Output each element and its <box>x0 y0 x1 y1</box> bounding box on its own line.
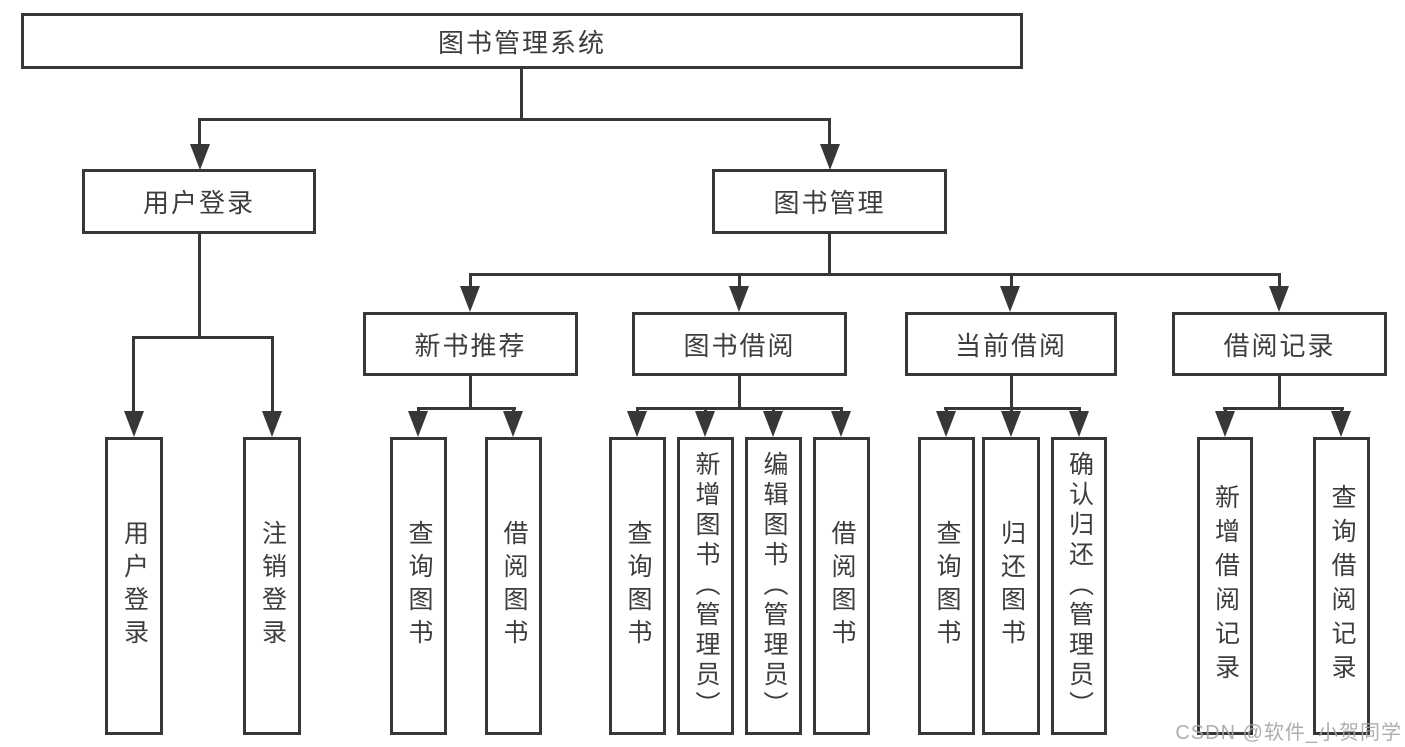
leaf-query-book: 查询图书 <box>390 437 447 735</box>
arrow-down-icon <box>831 411 851 437</box>
arrow-down-icon <box>729 286 749 312</box>
connector-line <box>738 376 741 408</box>
arrow-down-icon <box>503 411 523 437</box>
node-book-borrow: 图书借阅 <box>632 312 847 376</box>
connector-line <box>1278 273 1281 288</box>
arrow-down-icon <box>1331 411 1351 437</box>
connector-line <box>636 407 843 410</box>
node-label: 查询图书 <box>624 520 652 652</box>
connector-line <box>198 234 201 336</box>
node-library-management-system: 图书管理系统 <box>21 13 1023 69</box>
leaf-query-borrow-record: 查询借阅记录 <box>1313 437 1370 735</box>
connector-line <box>636 407 639 414</box>
leaf-edit-book-admin: 编辑图书（管理员） <box>745 437 802 735</box>
connector-line <box>132 336 135 413</box>
connector-line <box>520 69 523 118</box>
node-new-book-recommend: 新书推荐 <box>363 312 578 376</box>
leaf-borrow-book: 借阅图书 <box>485 437 542 735</box>
arrow-down-icon <box>262 411 282 437</box>
arrow-down-icon <box>1269 286 1289 312</box>
connector-line <box>271 336 274 413</box>
arrow-down-icon <box>460 286 480 312</box>
connector-line <box>1078 407 1081 414</box>
connector-line <box>417 407 420 414</box>
connector-line <box>945 407 948 414</box>
connector-line <box>132 336 274 339</box>
connector-line <box>512 407 515 414</box>
connector-line <box>828 118 831 146</box>
connector-line <box>738 273 741 288</box>
node-label: 当前借阅 <box>954 330 1067 361</box>
node-label: 图书管理 <box>773 188 886 218</box>
arrow-down-icon <box>763 411 783 437</box>
node-label: 借阅记录 <box>1223 330 1336 361</box>
arrow-down-icon <box>627 411 647 437</box>
leaf-confirm-return-admin: 确认归还（管理员） <box>1051 437 1107 735</box>
node-current-borrow: 当前借阅 <box>905 312 1117 376</box>
leaf-borrow-book: 借阅图书 <box>813 437 870 735</box>
connector-line <box>198 118 201 146</box>
connector-line <box>840 407 843 414</box>
connector-line <box>828 234 831 273</box>
node-label: 确认归还（管理员） <box>1065 451 1094 721</box>
connector-line <box>1224 407 1227 414</box>
connector-line <box>704 407 707 414</box>
connector-line <box>1340 407 1343 414</box>
node-label: 编辑图书（管理员） <box>760 451 788 721</box>
arrow-down-icon <box>1000 286 1020 312</box>
node-label: 归还图书 <box>997 520 1026 652</box>
arrow-down-icon <box>820 144 840 170</box>
connector-line <box>1010 407 1013 414</box>
node-label: 图书借阅 <box>683 330 796 361</box>
arrow-down-icon <box>1069 411 1089 437</box>
arrow-down-icon <box>408 411 428 437</box>
connector-line <box>417 407 516 410</box>
node-label: 查询图书 <box>933 520 961 652</box>
leaf-add-book-admin: 新增图书（管理员） <box>677 437 734 735</box>
connector-line <box>1223 407 1344 410</box>
leaf-user-login: 用户登录 <box>105 437 163 735</box>
node-label: 注销登录 <box>258 520 287 652</box>
node-label: 借阅图书 <box>500 520 528 652</box>
leaf-add-borrow-record: 新增借阅记录 <box>1197 437 1253 735</box>
node-label: 新增图书（管理员） <box>692 451 720 721</box>
connector-line <box>469 273 472 288</box>
arrow-down-icon <box>124 411 144 437</box>
connector-line <box>1278 376 1281 408</box>
watermark-text: CSDN @软件_小贺同学 <box>1175 722 1402 744</box>
arrow-down-icon <box>1001 411 1021 437</box>
connector-line <box>198 118 831 121</box>
leaf-query-book: 查询图书 <box>918 437 975 735</box>
arrow-down-icon <box>190 144 210 170</box>
connector-line <box>772 407 775 414</box>
leaf-logout: 注销登录 <box>243 437 301 735</box>
arrow-down-icon <box>1215 411 1235 437</box>
node-label: 查询图书 <box>405 520 433 652</box>
node-label: 借阅图书 <box>828 520 856 652</box>
connector-line <box>1010 273 1013 288</box>
connector-line <box>469 375 472 408</box>
node-label: 用户登录 <box>120 520 149 652</box>
arrow-down-icon <box>695 411 715 437</box>
node-book-management: 图书管理 <box>712 169 947 234</box>
node-user-login: 用户登录 <box>82 169 316 234</box>
node-borrow-record: 借阅记录 <box>1172 312 1387 376</box>
connector-line <box>469 273 1281 276</box>
connector-line <box>1010 376 1013 408</box>
node-label: 用户登录 <box>142 188 255 218</box>
node-label: 新增借阅记录 <box>1211 484 1240 688</box>
arrow-down-icon <box>936 411 956 437</box>
leaf-return-book: 归还图书 <box>982 437 1040 735</box>
node-label: 新书推荐 <box>414 330 527 361</box>
leaf-query-book: 查询图书 <box>609 437 666 735</box>
node-label: 图书管理系统 <box>437 27 606 58</box>
node-label: 查询借阅记录 <box>1328 484 1356 688</box>
